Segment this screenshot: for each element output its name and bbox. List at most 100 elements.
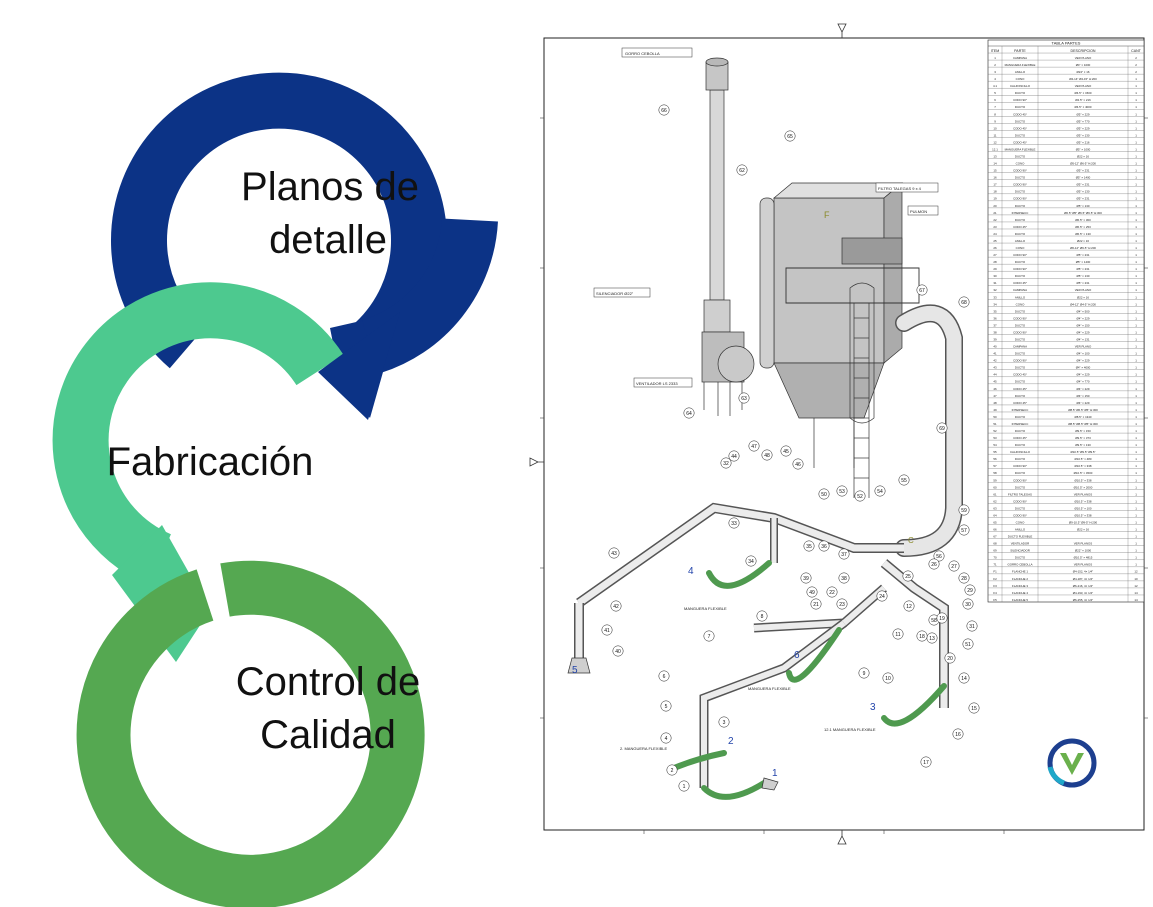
parts-table-header: DESCRIPCION: [1071, 49, 1096, 53]
parts-table-cell: 1: [1135, 246, 1137, 250]
callout-number: 27: [951, 564, 957, 570]
callout-circle: [738, 392, 750, 404]
callout-number: 34: [748, 559, 754, 565]
callout-balloon: 25: [902, 570, 914, 582]
parts-table-cell: 5: [994, 91, 996, 95]
parts-table-cell: CODO 90°: [1013, 513, 1027, 517]
parts-table-cell: 14: [993, 162, 997, 166]
callout-circle: [818, 540, 830, 552]
parts-table-cell: DUCTO: [1015, 366, 1026, 370]
parts-table-cell: CODO 45°: [1013, 225, 1027, 229]
parts-table-cell: 1: [1135, 98, 1137, 102]
parts-table-cell: Ø22 × 16: [1077, 239, 1089, 243]
callout-balloon: 53: [836, 485, 848, 497]
callout-circle: [920, 756, 932, 768]
callout-number: 45: [783, 449, 789, 455]
callout-balloon: 69: [936, 422, 948, 434]
parts-table-cell: 70: [993, 556, 997, 560]
callout-balloon: 40: [612, 645, 624, 657]
parts-table-cell: 1: [1135, 520, 1137, 524]
isometric-assembly: [567, 57, 963, 800]
parts-table-cell: F3: [993, 584, 997, 588]
parts-table-cell: Ø22" × 1000: [1075, 549, 1092, 553]
parts-table-cell: DUCTO: [1015, 274, 1026, 278]
callout-balloon: 8: [756, 610, 768, 622]
callout-balloon: 29: [964, 584, 976, 596]
callout-number: 13: [929, 636, 935, 642]
parts-table-cell: F1: [993, 570, 997, 574]
callout-circle: [658, 104, 670, 116]
process-cycle-diagram: Planos de detalle Fabricación Control de…: [52, 72, 498, 907]
callout-number: 17: [923, 760, 929, 766]
parts-table-cell: 19: [993, 197, 997, 201]
parts-table-cell: 1: [1135, 288, 1137, 292]
parts-table-cell: Ø5" × 231: [1077, 267, 1090, 271]
parts-table-cell: DUCTO: [1015, 232, 1026, 236]
callout-number: 6: [663, 674, 666, 680]
parts-table-cell: 61: [993, 492, 997, 496]
parts-table-cell: CODO 45°: [1013, 112, 1027, 116]
callout-number: 63: [741, 396, 747, 402]
callout-number: 26: [931, 562, 937, 568]
callout-circle: [836, 485, 848, 497]
label-pulmon: PULMON: [910, 209, 927, 214]
callout-number: 32: [723, 461, 729, 467]
callout-circle: [858, 667, 870, 679]
callout-number: 68: [961, 300, 967, 306]
hood-number: 4: [688, 566, 694, 577]
parts-table-cell: Ø4" × 150: [1077, 323, 1090, 327]
parts-table-cell: DUCTO: [1015, 105, 1026, 109]
parts-table-cell: GORRO CEBOLLA: [1007, 563, 1032, 567]
parts-table-cell: 1: [1135, 91, 1137, 95]
parts-table-cell: 17: [993, 183, 997, 187]
parts-table-cell: Ø6.5" × 300: [1075, 218, 1091, 222]
callout-balloon: 64: [683, 407, 695, 419]
parts-table-cell: CODO 90°: [1013, 330, 1027, 334]
parts-table-cell: 1: [1135, 513, 1137, 517]
callout-balloon: 39: [800, 572, 812, 584]
callout-circle: [936, 612, 948, 624]
parts-table-cell: 54: [993, 443, 997, 447]
parts-table-cell: CODO 45°: [1013, 387, 1027, 391]
parts-table-cell: 55: [993, 450, 997, 454]
callout-number: 37: [841, 552, 847, 558]
callout-number: 7: [708, 634, 711, 640]
parts-table-cell: 14: [1134, 591, 1138, 595]
parts-table-cell: 20: [993, 204, 997, 208]
parts-table-cell: 10: [993, 126, 997, 130]
parts-table-cell: 1: [1135, 232, 1137, 236]
parts-table-cell: 1: [1135, 387, 1137, 391]
callout-circle: [898, 474, 910, 486]
parts-table-cell: 69: [993, 549, 997, 553]
callout-circle: [958, 504, 970, 516]
parts-table-cell: 47: [993, 394, 997, 398]
parts-table-cell: 1: [1135, 204, 1137, 208]
parts-table-cell: CODO 90°: [1013, 478, 1027, 482]
parts-table-cell: 1: [1135, 535, 1137, 539]
parts-table-cell: Ø24" × 16: [1077, 70, 1090, 74]
hood-number: 5: [572, 665, 578, 676]
parts-table-cell: ANILLO: [1015, 295, 1026, 299]
parts-table-cell: 1: [1135, 218, 1137, 222]
parts-table-cell: CAMPANA: [1013, 288, 1027, 292]
drawing-annotations: GORRO CEBOLLA FILTRO TALEGAS 9 x 4 PULMO…: [593, 47, 939, 751]
parts-table-header: ITEM: [991, 49, 1000, 53]
parts-table-cell: 1: [1135, 323, 1137, 327]
parts-table-cell: VER PLANO: [1075, 288, 1092, 292]
parts-table-cell: DUCTO: [1015, 429, 1026, 433]
parts-table-cell: Ø5" × 130: [1077, 204, 1090, 208]
parts-table-cell: 32: [993, 288, 997, 292]
callout-number: 44: [731, 454, 737, 460]
parts-table-cell: Ø5" × 770: [1077, 119, 1090, 123]
parts-table-cell: Ø5" × 229: [1077, 112, 1090, 116]
parts-table-cell: 1: [1135, 345, 1137, 349]
callout-number: 48: [764, 453, 770, 459]
callout-circle: [678, 780, 690, 792]
parts-table-cell: 10: [1134, 577, 1138, 581]
parts-table-cell: Ø5" × 231: [1077, 253, 1090, 257]
parts-table-cell: CODO 90°: [1013, 98, 1027, 102]
parts-table-cell: 1: [1135, 528, 1137, 532]
parts-table-cell: 49: [993, 408, 997, 412]
parts-table-cell: 12: [1134, 584, 1138, 588]
